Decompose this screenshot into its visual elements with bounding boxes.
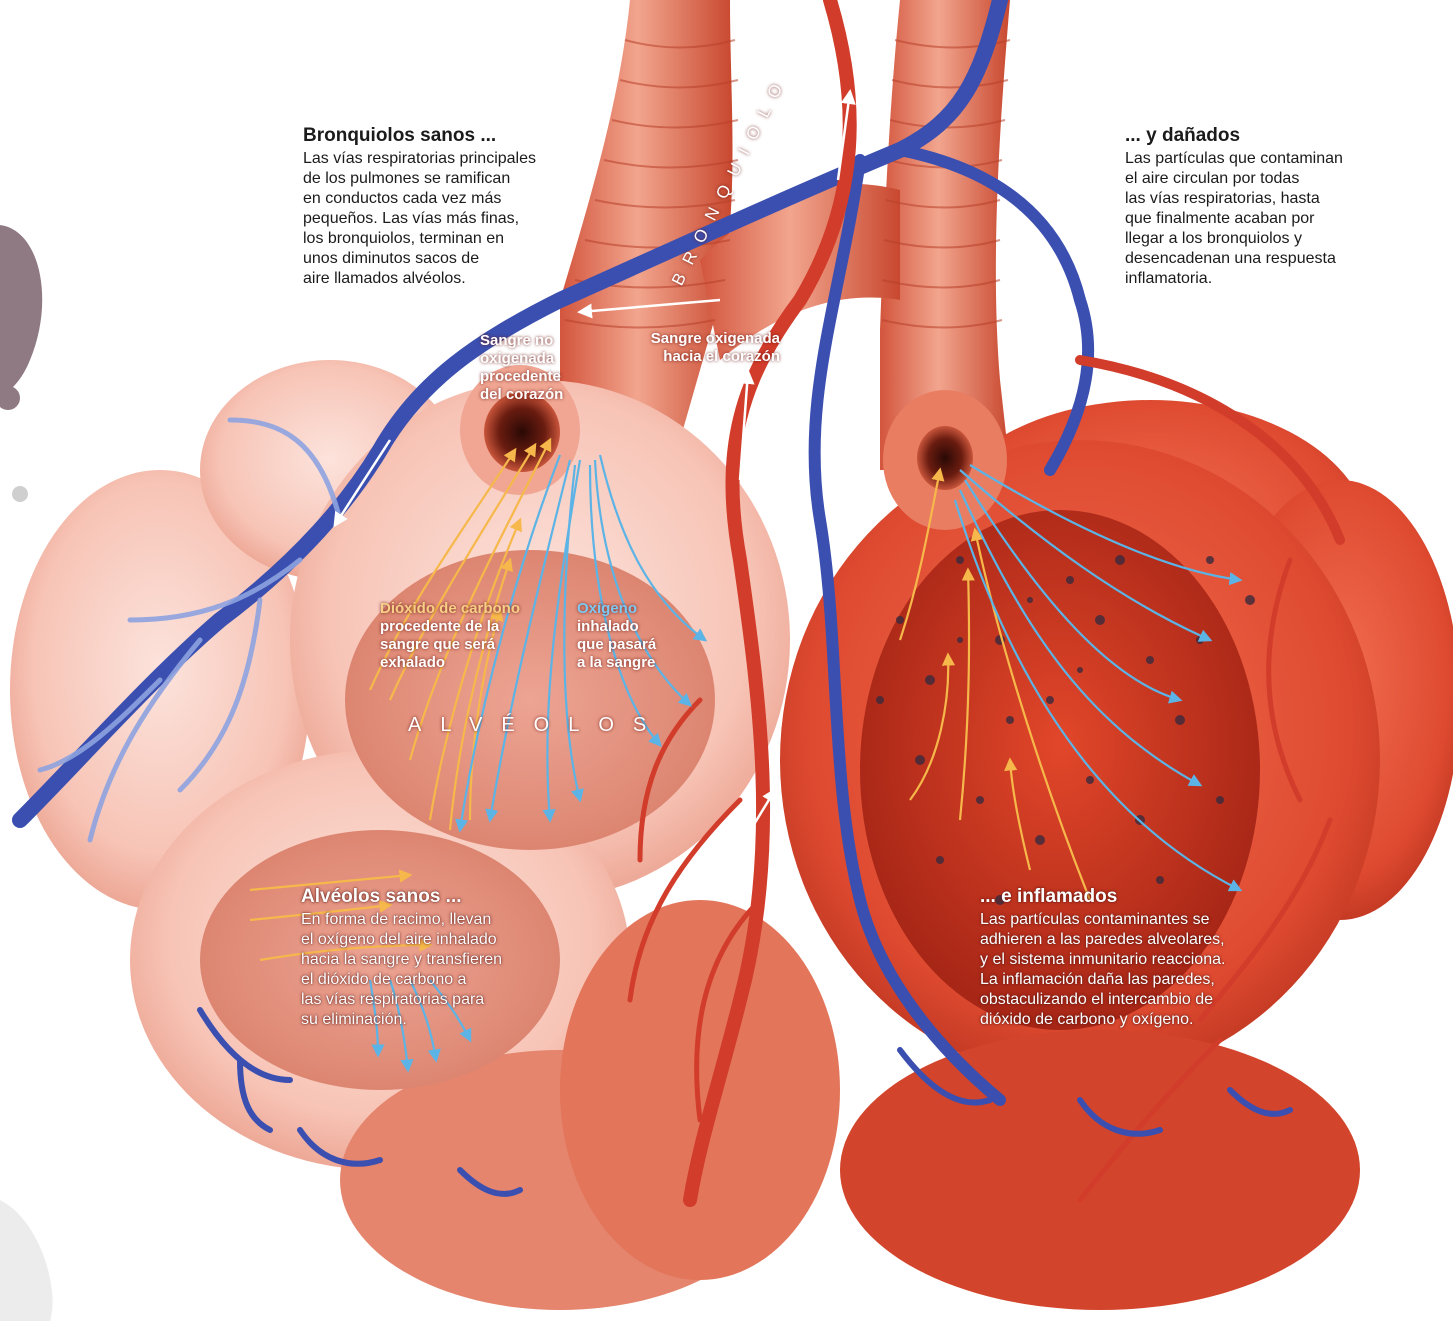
oxygen-label-rest: inhalado que pasará a la sangre	[577, 618, 697, 672]
inflamed-heading: ... e inflamados	[980, 886, 1280, 908]
oxygenated-blood-label: Sangre oxigenada hacia el corazón	[630, 330, 780, 366]
co2-label-highlight: Dióxido de carbono	[380, 600, 520, 617]
co2-label-rest: procedente de la sangre que será exhalad…	[380, 618, 550, 672]
inflamed-text: ... e inflamados Las partículas contamin…	[980, 886, 1280, 1030]
damaged-heading: ... y dañados	[1125, 125, 1445, 147]
healthy-alveoli-cluster	[10, 360, 840, 1310]
alveoli-label: ALVÉOLOS	[408, 714, 665, 737]
healthy-alveoli-text: Alvéolos sanos ... En forma de racimo, l…	[301, 886, 561, 1030]
damaged-text: ... y dañados Las partículas que contami…	[1125, 125, 1445, 289]
healthy-bronchioles-heading: Bronquiolos sanos ...	[303, 125, 603, 147]
oxygen-label-highlight: Oxígeno	[577, 600, 637, 617]
damaged-body: Las partículas que contaminan el aire ci…	[1125, 149, 1445, 289]
healthy-alveoli-heading: Alvéolos sanos ...	[301, 886, 561, 908]
deoxygenated-blood-label: Sangre no oxigenada procedente del coraz…	[480, 332, 590, 404]
co2-label: Dióxido de carbono procedente de la sang…	[380, 582, 550, 690]
damaged-alveoli-cluster	[780, 390, 1453, 1310]
healthy-alveoli-body: En forma de racimo, llevan el oxígeno de…	[301, 910, 561, 1030]
healthy-bronchioles-text: Bronquiolos sanos ... Las vías respirato…	[303, 125, 603, 289]
oxygen-label: Oxígeno inhalado que pasará a la sangre	[577, 582, 697, 690]
healthy-bronchioles-body: Las vías respiratorias principales de lo…	[303, 149, 603, 289]
inflamed-body: Las partículas contaminantes se adhieren…	[980, 910, 1280, 1030]
